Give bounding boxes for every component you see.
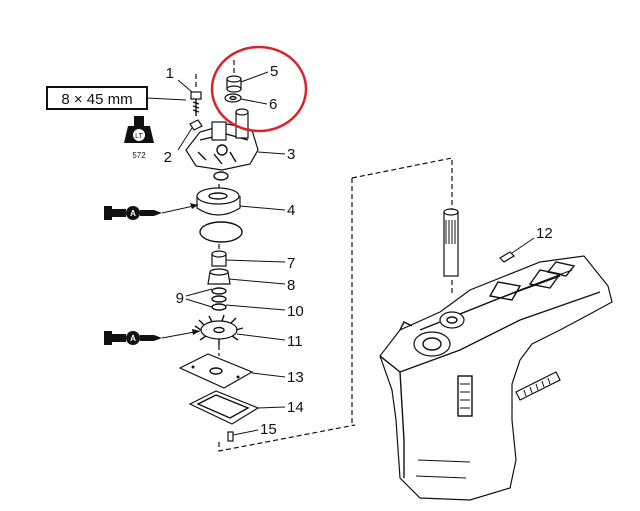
- part-plate: [178, 353, 286, 389]
- callout-1: 1: [166, 65, 174, 82]
- svg-text:A: A: [130, 334, 136, 343]
- part-impeller: [194, 314, 286, 345]
- loctite-code: 572: [132, 151, 146, 160]
- callout-3: 3: [287, 146, 295, 163]
- callout-5: 5: [270, 63, 278, 80]
- part-gearcase: [379, 255, 613, 501]
- part-pin: [227, 429, 259, 442]
- bolt-spec-text: 8 × 45 mm: [61, 91, 132, 108]
- part-washers: [185, 287, 286, 311]
- callout-11: 11: [287, 333, 303, 350]
- loctite-badge-text: LT: [135, 133, 143, 140]
- part-key: [499, 237, 535, 263]
- callout-2: 2: [164, 149, 172, 166]
- callout-6: 6: [269, 96, 277, 113]
- callout-10: 10: [287, 303, 304, 320]
- part-ring-small: [224, 93, 268, 105]
- part-impeller-cup: [196, 187, 286, 216]
- part-oring-upper: [213, 171, 229, 181]
- part-propeller-shaft: [515, 371, 561, 401]
- callout-8: 8: [287, 277, 295, 294]
- part-pump-housing: [185, 108, 286, 171]
- callout-14: 14: [287, 399, 304, 416]
- svg-text:A: A: [130, 209, 136, 218]
- callout-12: 12: [536, 225, 553, 242]
- part-washer: [177, 119, 203, 151]
- assembly-lines: [195, 60, 453, 452]
- part-gasket: [188, 390, 286, 425]
- callout-15: 15: [260, 421, 277, 438]
- callout-7: 7: [287, 255, 295, 272]
- highlight-circle: [210, 45, 308, 133]
- callout-4: 4: [287, 202, 295, 219]
- bolt-spec-box: 8 × 45 mm: [46, 86, 187, 110]
- loctite-icon: LT 572: [124, 116, 154, 160]
- part-cap: [226, 71, 269, 93]
- grease-gun-icon: A: [104, 203, 199, 220]
- callout-9: 9: [176, 290, 184, 307]
- part-bolt: [177, 79, 202, 116]
- grease-gun-icon-2: A: [104, 329, 201, 345]
- part-insert: [211, 250, 286, 267]
- part-seal: [207, 268, 286, 285]
- callout-13: 13: [287, 369, 304, 386]
- part-driveshaft: [443, 208, 459, 277]
- callout-labels: 1 2 3 4 5 6 7 8 9 10 11 12 13 14 15: [164, 63, 553, 438]
- part-gasket-ring: [199, 221, 243, 243]
